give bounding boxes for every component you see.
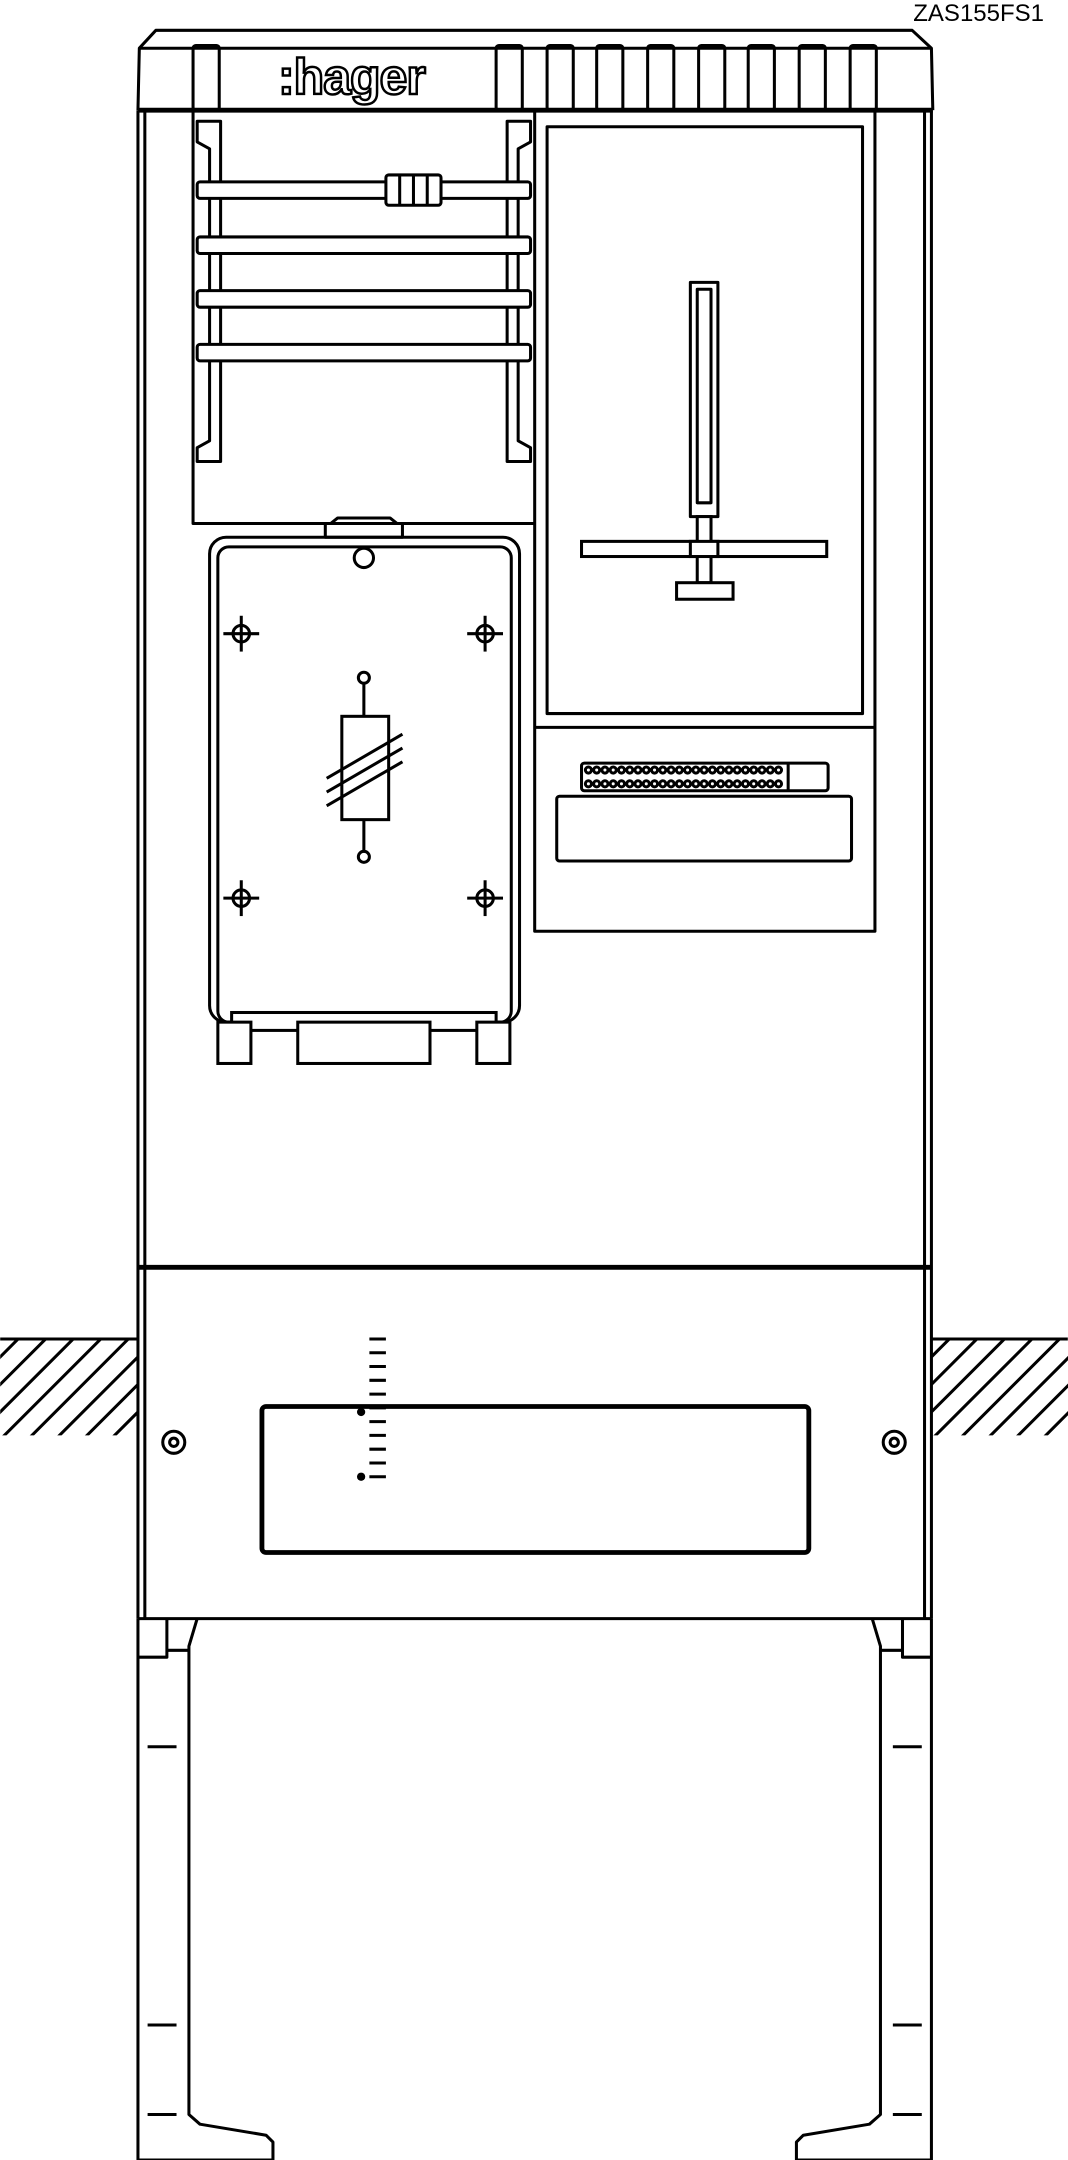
cap-slot xyxy=(746,43,776,112)
cabinet-body xyxy=(136,110,933,1621)
busbar-compartment xyxy=(191,110,535,525)
cap-slot xyxy=(646,43,676,112)
cap-slot xyxy=(697,43,727,112)
model-label: ZAS155FS1 xyxy=(913,0,1044,27)
cap-slot xyxy=(191,43,221,112)
cap-slot xyxy=(494,43,524,112)
fuse-cover xyxy=(208,516,522,1065)
cap-slot xyxy=(595,43,625,112)
hager-logo: :hager xyxy=(277,48,427,107)
ground-hatching xyxy=(0,1337,1068,1436)
cap-slot xyxy=(797,43,827,112)
meter-compartment xyxy=(533,108,877,933)
top-cap xyxy=(136,28,935,113)
lower-section xyxy=(161,1337,907,1555)
cap-slot xyxy=(545,43,575,112)
base-feet xyxy=(136,1618,933,2160)
cap-slot xyxy=(848,43,878,112)
window xyxy=(259,1404,812,1555)
terminal-strip xyxy=(580,761,830,793)
